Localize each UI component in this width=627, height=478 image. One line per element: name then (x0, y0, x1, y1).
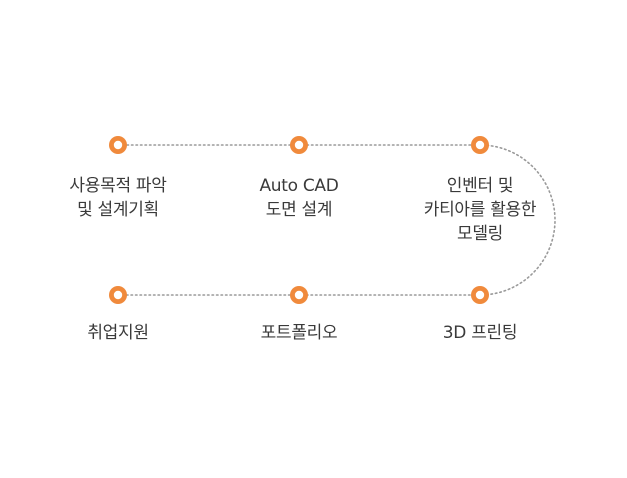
step-4-label: 3D 프린팅 (442, 323, 518, 343)
step-6-label: 취업지원 (87, 323, 149, 343)
step-3-node-center (475, 140, 485, 150)
step-6-node-center (113, 290, 123, 300)
step-4-node-center (475, 290, 485, 300)
step-5-label: 포트폴리오 (260, 323, 338, 343)
step-2-node-center (294, 140, 304, 150)
step-5-node-center (294, 290, 304, 300)
step-1-node-center (113, 140, 123, 150)
step-1-label: 사용목적 파악 및 설계기획 (69, 176, 167, 220)
step-2-label: Auto CAD 도면 설계 (259, 176, 339, 220)
dotted-connector-line (117, 144, 556, 296)
step-3-label: 인벤터 및 카티아를 활용한 모델링 (423, 176, 537, 244)
